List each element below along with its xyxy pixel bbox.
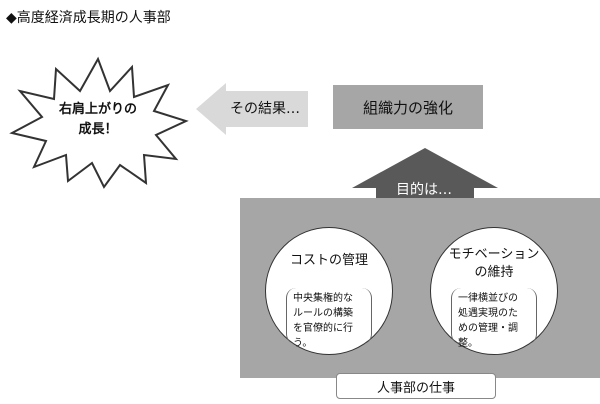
result-arrow — [196, 83, 308, 135]
cost-detail-line: 中央集権的な — [293, 293, 353, 304]
organization-strength-label: 組織力の強化 — [362, 98, 453, 117]
growth-label-line-2: 成長！ — [78, 122, 118, 137]
purpose-arrow-shape — [352, 148, 498, 206]
result-arrow-label: その結果… — [230, 101, 300, 117]
cost-management-circle: コストの管理 中央集権的な ルールの構築 を官僚的に行う。 — [265, 227, 393, 355]
hr-work-label-box: 人事部の仕事 — [336, 373, 496, 399]
purpose-arrow-label: 目的は… — [396, 182, 452, 198]
motivation-detail-line: めの管理・調整。 — [458, 323, 518, 349]
starburst-outline — [9, 56, 189, 189]
cost-management-title: コストの管理 — [289, 253, 368, 268]
motivation-title-line: モチベーション — [448, 247, 540, 262]
cost-management-detail: 中央集権的な ルールの構築 を官僚的に行う。 — [286, 288, 372, 349]
result-arrow-shape — [196, 83, 308, 135]
page-title: ◆高度経済成長期の人事部 — [6, 10, 171, 26]
motivation-detail: 一律横並びの 処遇実現のた めの管理・調整。 — [451, 288, 537, 349]
growth-label-line-1: 右肩上がりの — [58, 102, 137, 117]
motivation-detail-line: 処遇実現のた — [458, 308, 518, 319]
motivation-detail-line: 一律横並びの — [458, 293, 518, 304]
cost-detail-line: ルールの構築 — [293, 308, 353, 319]
purpose-arrow — [352, 148, 498, 206]
motivation-title-line: の維持 — [474, 265, 514, 280]
motivation-title: モチベーション の維持 — [431, 246, 557, 282]
growth-label: 右肩上がりの 成長！ — [46, 100, 150, 140]
hr-work-label: 人事部の仕事 — [376, 380, 455, 396]
cost-detail-line: を官僚的に行う。 — [293, 323, 353, 349]
organization-strength-box: 組織力の強化 — [333, 85, 483, 129]
starburst-shape — [9, 56, 189, 189]
motivation-circle: モチベーション の維持 一律横並びの 処遇実現のた めの管理・調整。 — [430, 227, 558, 355]
